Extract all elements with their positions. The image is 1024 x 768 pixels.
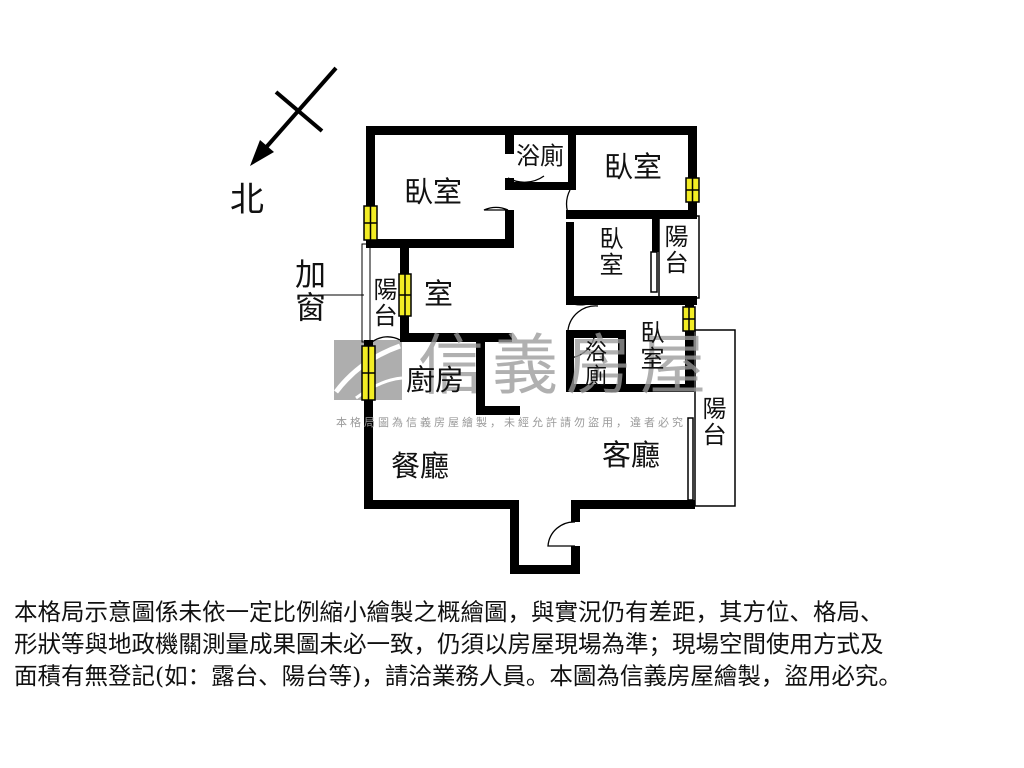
window-nw-bedroom: [363, 205, 378, 241]
room-label-balcony-east: 陽台: [698, 396, 726, 448]
room-label-dining: 餐廳: [391, 449, 450, 483]
floor-plan: [250, 66, 736, 574]
north-arrow-icon: [250, 66, 338, 166]
window-east-bedroom: [682, 306, 696, 332]
room-label-bedroom-small: 臥室: [595, 226, 623, 278]
room-label-bedroom-east: 臥室: [636, 320, 664, 372]
walls: [364, 126, 697, 574]
room-label-bath-middle: 浴廁: [581, 340, 606, 388]
windows: [361, 177, 700, 401]
disclaimer-line: 面積有無登記(如：露台、陽台等)，請洽業務人員。本圖為信義房屋繪製，盜用必究。: [14, 662, 902, 690]
room-label-bedroom-ne: 臥室: [604, 150, 663, 184]
watermark-notice: 本格局圖為信義房屋繪製，未經允許請勿盜用，違者必究: [336, 416, 686, 429]
watermark-brand: 信義房屋: [418, 327, 714, 404]
room-label-bedroom-nw: 臥室: [404, 175, 463, 209]
room-label-west-room: 室: [424, 277, 454, 311]
disclaimer-text: 本格局示意圖係未依一定比例縮小繪製之概繪圖，與實況仍有差距，其方位、格局、 形狀…: [14, 596, 1014, 692]
room-label-kitchen: 廚房: [406, 363, 465, 397]
disclaimer-line: 本格局示意圖係未依一定比例縮小繪製之概繪圖，與實況仍有差距，其方位、格局、: [14, 598, 884, 626]
disclaimer-line: 形狀等與地政機關測量成果圖未必一致，仍須以房屋現場為準；現場空間使用方式及: [14, 630, 884, 658]
north-label: 北: [230, 180, 264, 220]
doors: [371, 175, 601, 547]
room-label-living: 客廳: [602, 438, 661, 472]
balconies: [650, 215, 736, 507]
room-label-bath-north: 浴廁: [516, 142, 564, 170]
room-label-balcony-ne: 陽台: [660, 224, 688, 276]
window-kitchen: [361, 345, 376, 401]
window-ne-bedroom: [685, 177, 700, 203]
room-label-balcony-west: 陽台: [369, 277, 397, 329]
added-window-label: 加窗: [289, 258, 325, 324]
window-west-room: [398, 273, 412, 317]
